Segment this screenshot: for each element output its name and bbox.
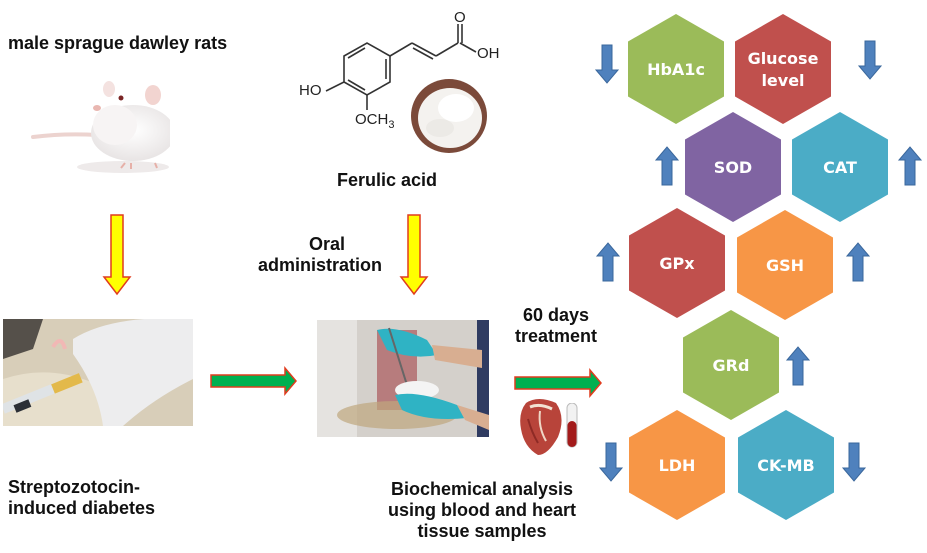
arrow-down-icon-hba1c [594, 44, 620, 84]
hexagon-shape-glucose-level [735, 14, 831, 124]
arrow-up-icon-grd [785, 346, 811, 386]
hexagon-shape-sod [685, 112, 781, 222]
biomarker-label: LDH [659, 456, 696, 475]
analysis-line-2: using blood and heart [388, 500, 576, 520]
hexagon-shape-gpx [629, 208, 725, 318]
arrow-down-icon-ck-mb [841, 442, 867, 482]
analysis-line-1: Biochemical analysis [390, 479, 574, 499]
arrow-up-icon-cat [897, 146, 923, 186]
arrow-up-icon-gsh [845, 242, 871, 282]
treatment-duration-label: 60 days treatment [496, 305, 616, 347]
hexagon-gsh: GSH [737, 210, 833, 320]
stz-line-1: Streptozotocin- [8, 477, 140, 497]
stz-line-2: induced diabetes [8, 498, 156, 518]
biomarker-label: CAT [823, 158, 857, 177]
hexagon-shape-ldh [629, 410, 725, 520]
hexagon-glucose-level: Glucose level [735, 14, 831, 124]
rats-label: male sprague dawley rats [8, 33, 228, 53]
biomarker-label: SOD [714, 158, 752, 177]
hexagon-shape-gsh [737, 210, 833, 320]
ferulic-acid-label: Ferulic acid [337, 170, 438, 190]
hexagon-ldh: LDH [629, 410, 725, 520]
hexagon-grd: GRd [683, 310, 779, 420]
hexagon-sod: SOD [685, 112, 781, 222]
hexagon-hba1c: HbA1c [628, 14, 724, 124]
biomarker-label: GPx [659, 254, 695, 273]
arrow-up-icon-sod [654, 146, 680, 186]
hexagon-shape-hba1c [628, 14, 724, 124]
hexagon-shape-grd [683, 310, 779, 420]
oral-line-2: administration [257, 255, 382, 275]
treatment-line-2: treatment [514, 326, 598, 346]
gavage-photo [317, 320, 489, 437]
oral-line-1: Oral [308, 234, 346, 254]
injection-photo [3, 319, 193, 426]
stz-diabetes-label: Streptozotocin- induced diabetes [8, 477, 155, 519]
biomarker-label: level [761, 71, 804, 90]
rat-photo [25, 75, 170, 175]
hexagon-shape-cat [792, 112, 888, 222]
treatment-line-1: 60 days [522, 305, 590, 325]
biomarker-label: GRd [713, 356, 750, 375]
arrow-up-icon-gpx [595, 242, 621, 282]
oral-administration-label: Oral administration [250, 234, 390, 276]
powder-photo [410, 78, 488, 154]
biomarker-label: CK-MB [757, 456, 815, 475]
blood-tube-icon [566, 403, 578, 449]
hexagon-ck-mb: CK-MB [738, 410, 834, 520]
biochemical-analysis-label: Biochemical analysis using blood and hea… [352, 479, 612, 542]
biomarker-label: HbA1c [647, 60, 705, 79]
hexagon-gpx: GPx [629, 208, 725, 318]
analysis-line-3: tissue samples [417, 521, 547, 541]
hexagon-shape-ck-mb [738, 410, 834, 520]
arrow-down-icon-ldh [598, 442, 624, 482]
hexagon-cat: CAT [792, 112, 888, 222]
heart-icon [518, 397, 564, 456]
arrow-down-icon-glucose-level [857, 40, 883, 80]
biomarker-label: Glucose [748, 49, 819, 68]
biomarker-label: GSH [766, 256, 804, 275]
